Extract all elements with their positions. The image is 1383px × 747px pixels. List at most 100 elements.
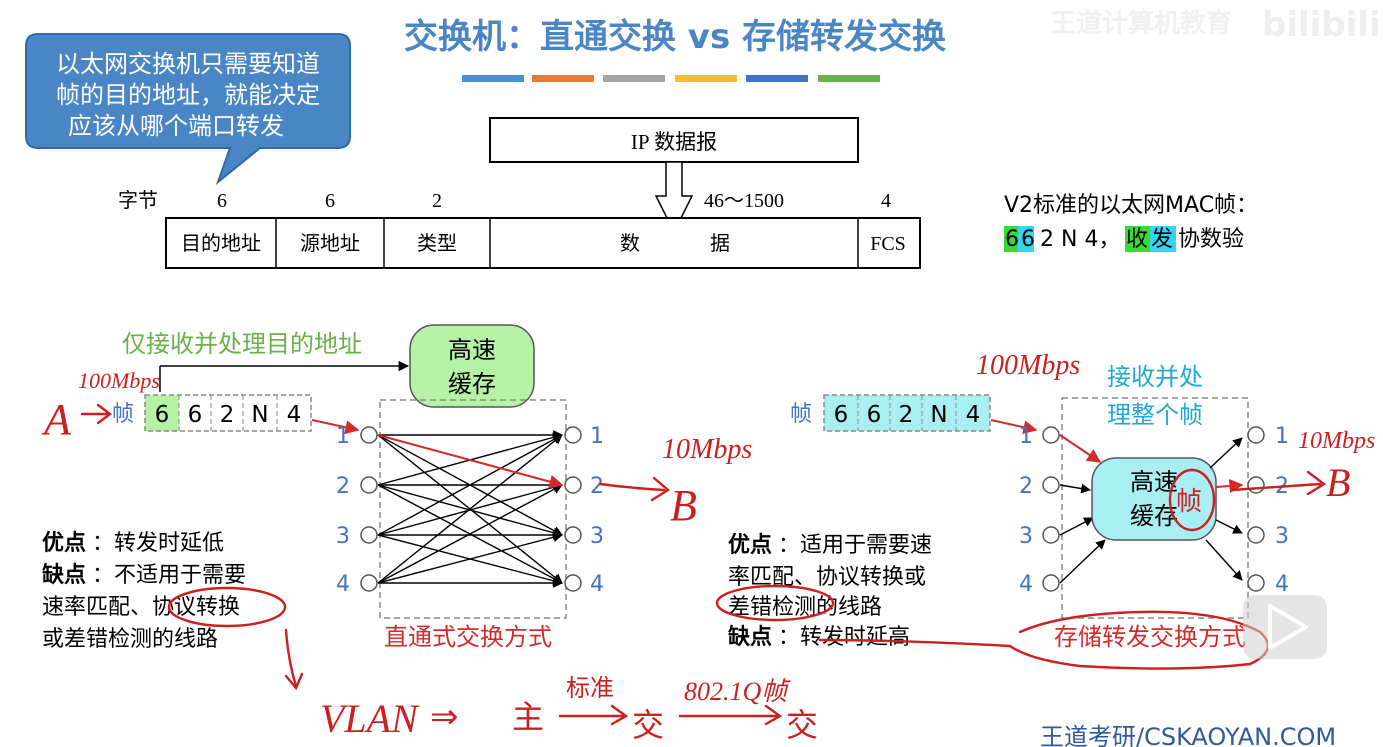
right-port1-to-cache — [1059, 434, 1102, 463]
field-dst-addr: 目的地址 — [181, 232, 261, 255]
left-cache-line-1: 高速 — [448, 336, 496, 364]
hw-zhen: 帧 — [1176, 487, 1202, 517]
left-in-port-4: 4 — [336, 572, 350, 597]
left-cons-label: 缺点 — [42, 562, 86, 588]
v2-title: V2标准的以太网MAC帧： — [1004, 193, 1258, 218]
field-data-1: 数 — [620, 232, 640, 255]
callout-line-2: 帧的目的地址，就能决定 — [56, 81, 320, 109]
hw-vlan: VLAN — [320, 696, 420, 741]
right-cell-5: 4 — [966, 402, 981, 428]
hw-loop-to-caption — [818, 610, 1270, 670]
hw-arrow-a-to-frame — [80, 403, 112, 425]
hw-zhu: 主 — [512, 698, 544, 736]
hw-circle-cache-zhen — [1168, 468, 1216, 532]
right-cons-text: ：转发时延高 — [778, 625, 910, 650]
v2-digit-1: 6 — [1005, 227, 1019, 252]
right-pros-label: 优点 — [728, 532, 772, 558]
right-fan-out-lines — [1205, 437, 1243, 581]
right-cache — [1091, 457, 1217, 541]
hw-arrow-right-to-b — [1230, 470, 1327, 496]
hw-speed-out-left: 10Mbps — [662, 434, 752, 465]
left-cons-line-1: ：不适用于需要 — [92, 563, 246, 588]
hw-biaozhun: 标准 — [566, 674, 614, 702]
right-in-port-1: 1 — [1019, 424, 1033, 449]
v2-hl-4 — [1150, 226, 1176, 252]
hw-dot1q: 802.1Q帧 — [684, 677, 791, 706]
left-out-port-2: 2 — [590, 474, 604, 499]
left-frame-to-port-arrow — [311, 419, 360, 435]
left-frame-label: 帧 — [112, 402, 134, 427]
left-crossbar — [377, 430, 563, 588]
hw-jiao-1: 交 — [632, 706, 664, 744]
field-data-2: 据 — [710, 232, 730, 255]
left-out-port-circles — [564, 426, 582, 592]
callout-bubble: 以太网交换机只需要知道 帧的目的地址，就能决定 应该从哪个端口转发 — [25, 33, 351, 186]
left-cache — [409, 324, 535, 408]
bilibili-logo: bilibili — [1262, 5, 1381, 45]
right-caption: 存储转发交换方式 — [1054, 623, 1246, 651]
right-out-port-circles — [1247, 426, 1265, 592]
left-caption: 直通式交换方式 — [384, 623, 552, 651]
hw-arrow-zhu-to-jiao — [558, 704, 629, 726]
v2-shou: 收 — [1126, 227, 1148, 252]
field-type: 类型 — [417, 232, 457, 255]
right-in-port-2: 2 — [1019, 474, 1033, 499]
left-in-port-circles — [360, 426, 378, 592]
page-title: 交换机：直通交换 vs 存储转发交换 — [404, 17, 946, 57]
left-cache-line-2: 缓存 — [448, 370, 496, 398]
left-out-port-4: 4 — [590, 572, 604, 597]
byte-count-dst: 6 — [217, 190, 227, 212]
left-pros-text: ：转发时延低 — [92, 531, 224, 556]
v2-fa: 发 — [1151, 227, 1173, 252]
right-in-port-circles — [1042, 426, 1060, 592]
left-out-port-3: 3 — [590, 524, 604, 549]
play-button[interactable] — [1243, 595, 1327, 659]
right-fan-in-lines — [1059, 483, 1106, 584]
right-out-port-1: 1 — [1275, 424, 1289, 449]
right-frame-cells — [823, 394, 991, 432]
left-cell-3: 2 — [220, 402, 235, 428]
hw-circle-protocol — [167, 586, 287, 628]
right-cons-label: 缺点 — [728, 624, 772, 650]
ip-datagram-box — [489, 117, 859, 163]
byte-count-fcs: 4 — [881, 190, 891, 212]
left-cell-1: 6 — [155, 402, 170, 428]
left-out-port-1: 1 — [590, 424, 604, 449]
right-frame-to-port-arrow — [990, 419, 1038, 435]
field-fcs: FCS — [870, 233, 906, 255]
right-pros-line-3: 差错检测的线路 — [728, 595, 882, 620]
right-forward-red-path — [1215, 478, 1244, 493]
handwriting-layer — [80, 403, 1327, 726]
callout-line-3: 应该从哪个端口转发 — [68, 112, 284, 140]
v2-rest: 2 N 4， — [1040, 227, 1120, 252]
footer-brand: 王道考研/CSKAOYAN.COM — [1040, 723, 1336, 747]
left-cell-4: N — [251, 402, 268, 428]
watermark: 王道计算机教育 — [1050, 8, 1232, 39]
hw-arrow-down-to-vlan — [284, 628, 304, 691]
v2-hl-2 — [1018, 226, 1034, 252]
right-note-line-1: 接收并处 — [1107, 363, 1203, 391]
left-forward-red-path — [377, 434, 564, 489]
right-pros-line-1: ：适用于需要速 — [778, 533, 932, 558]
hw-circle-error-check — [715, 584, 835, 622]
right-cell-3: 2 — [899, 402, 914, 428]
right-in-port-3: 3 — [1019, 524, 1033, 549]
right-switch-box — [1061, 397, 1249, 619]
bytes-label: 字节 — [118, 189, 158, 212]
hw-speed-in-right: 100Mbps — [976, 350, 1080, 381]
left-note: 仅接收并处理目的地址 — [122, 330, 362, 358]
right-out-port-3: 3 — [1275, 524, 1289, 549]
left-in-port-3: 3 — [336, 524, 350, 549]
right-cell-1: 6 — [834, 402, 849, 428]
field-src-addr: 源地址 — [300, 232, 360, 255]
right-cell-4: N — [930, 402, 947, 428]
left-frame-cells — [144, 394, 312, 432]
byte-count-data: 46～1500 — [704, 190, 784, 212]
title-stripes — [462, 75, 880, 82]
byte-count-type: 2 — [432, 190, 442, 212]
left-pros-label: 优点 — [42, 530, 86, 556]
v2-hl-1 — [1004, 226, 1018, 252]
v2-tail: 协数验 — [1178, 227, 1244, 252]
hw-jiao-2: 交 — [786, 706, 818, 744]
hw-a: A — [41, 395, 72, 444]
